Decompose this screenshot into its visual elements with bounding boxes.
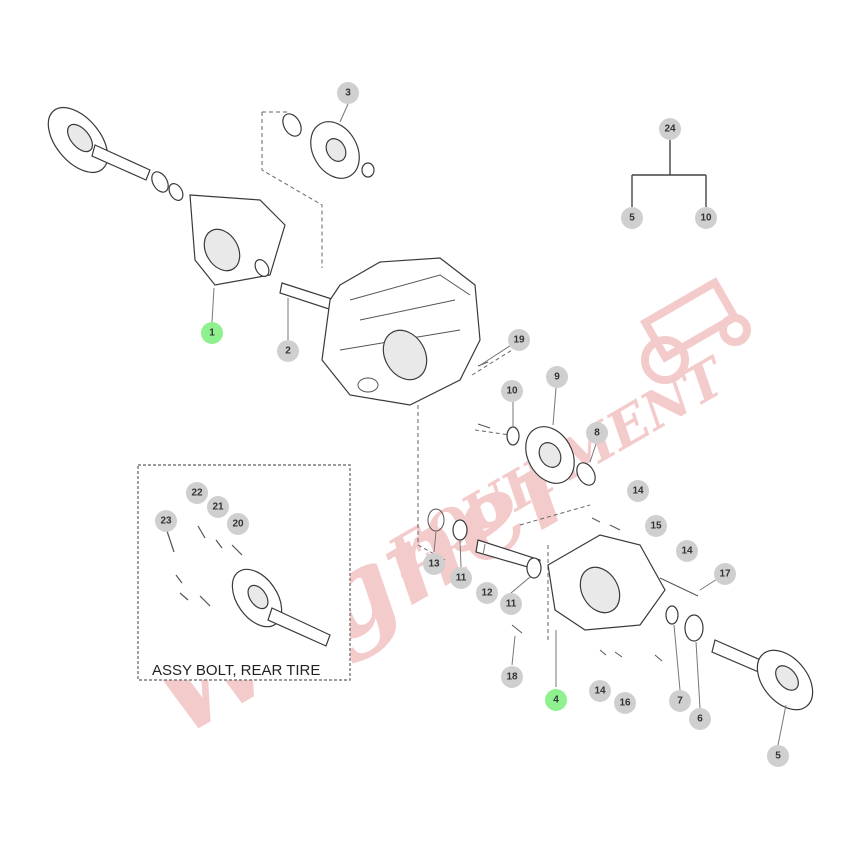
callout-20-label: 20	[232, 519, 244, 530]
tractor-logo-icon	[639, 277, 751, 384]
callout-3-label: 3	[345, 88, 351, 99]
callout-11-right-label: 11	[506, 599, 517, 610]
callout-19[interactable]: 19	[508, 329, 530, 351]
callout-14-bottom-label: 14	[594, 686, 606, 697]
callout-12-label: 12	[481, 588, 493, 599]
callout-24[interactable]: 24	[659, 118, 681, 140]
callout-5-bottom[interactable]: 5	[767, 745, 789, 767]
callout-14-top-label: 14	[632, 486, 644, 497]
gear-9-group	[506, 426, 596, 486]
callout-7-label: 7	[677, 696, 683, 707]
callouts: 1 2 3 4 5 5 6 7 8 9 10 10 11 11 12	[155, 82, 789, 767]
callout-6-label: 6	[697, 714, 703, 725]
callout-5-top[interactable]: 5	[621, 207, 643, 229]
callout-10-top[interactable]: 10	[695, 207, 717, 229]
callout-11-left[interactable]: 11	[450, 567, 472, 589]
callout-10-middle[interactable]: 10	[501, 380, 523, 402]
callout-5-top-label: 5	[629, 213, 635, 224]
left-axle-assembly	[47, 107, 286, 286]
transmission-housing	[321, 257, 481, 406]
callout-4[interactable]: 4	[545, 689, 567, 711]
callout-22[interactable]: 22	[186, 482, 208, 504]
callout-18-label: 18	[506, 672, 518, 683]
callout-9-label: 9	[554, 372, 560, 383]
callout-10-middle-label: 10	[506, 386, 518, 397]
callout-24-label: 24	[664, 124, 676, 135]
callout-14-top[interactable]: 14	[627, 480, 649, 502]
callout-8-label: 8	[594, 428, 600, 439]
callout-22-label: 22	[191, 488, 203, 499]
callout-23-label: 23	[160, 516, 172, 527]
leader-lines	[211, 103, 787, 746]
callout-18[interactable]: 18	[501, 666, 523, 688]
callout-9[interactable]: 9	[546, 366, 568, 388]
callout-13[interactable]: 13	[423, 553, 445, 575]
callout-15-label: 15	[650, 521, 662, 532]
callout-16[interactable]: 16	[614, 692, 636, 714]
callout-6[interactable]: 6	[689, 708, 711, 730]
callout-21-label: 21	[212, 502, 224, 513]
callout-15[interactable]: 15	[645, 515, 667, 537]
callout-14-middle-label: 14	[681, 546, 693, 557]
callout-5-bottom-label: 5	[775, 751, 781, 762]
callout-17-label: 17	[719, 569, 731, 580]
callout-17[interactable]: 17	[714, 563, 736, 585]
callout-10-top-label: 10	[700, 213, 712, 224]
callout-11-right[interactable]: 11	[500, 593, 522, 615]
callout-16-label: 16	[619, 698, 631, 709]
callout-19-label: 19	[513, 335, 525, 346]
callout-23[interactable]: 23	[155, 510, 177, 532]
callout-14-bottom[interactable]: 14	[589, 680, 611, 702]
callout-1-label: 1	[209, 328, 215, 339]
gear-3-group	[261, 111, 375, 268]
callout-21[interactable]: 21	[207, 496, 229, 518]
callout-3[interactable]: 3	[337, 82, 359, 104]
callout-8[interactable]: 8	[586, 422, 608, 444]
right-axle-assembly	[427, 508, 814, 711]
callout-2[interactable]: 2	[277, 340, 299, 362]
callout-7[interactable]: 7	[669, 690, 691, 712]
callout-11-left-label: 11	[456, 573, 467, 584]
callout-20[interactable]: 20	[227, 513, 249, 535]
callout-14-middle[interactable]: 14	[676, 540, 698, 562]
callout-12[interactable]: 12	[476, 582, 498, 604]
rear-tire-bolt-inset: ASSY BOLT, REAR TIRE	[137, 464, 351, 681]
inset-label: ASSY BOLT, REAR TIRE	[152, 662, 320, 679]
callout-4-label: 4	[553, 695, 559, 706]
group-bracket-24	[631, 140, 707, 207]
bolts	[477, 361, 699, 662]
callout-1[interactable]: 1	[201, 322, 223, 344]
callout-2-label: 2	[285, 346, 291, 357]
callout-13-label: 13	[428, 559, 440, 570]
